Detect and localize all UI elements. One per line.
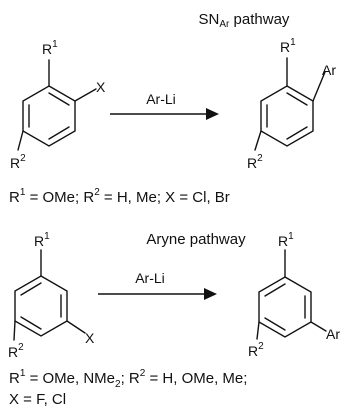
aromatic-double-bond — [264, 317, 286, 331]
benzene-ring — [258, 276, 312, 338]
aryne-conditions-line1: R1 = OMe, NMe2; R2 = H, OMe, Me; — [9, 368, 247, 390]
r1-label: R1 — [278, 231, 294, 249]
r2-label: R2 — [248, 341, 264, 359]
benzene-ring — [22, 85, 76, 147]
ar-label: Ar — [326, 326, 340, 342]
r2-bond — [17, 130, 24, 151]
x-label: X — [85, 330, 95, 346]
ar-bond — [312, 71, 326, 102]
aryne-title: Aryne pathway — [146, 231, 246, 248]
r1-label: R1 — [42, 39, 58, 57]
benzene-ring — [14, 275, 68, 337]
r1-label: R1 — [280, 37, 296, 55]
snar-title: SNAr pathway — [199, 11, 290, 30]
ar-bond — [310, 321, 327, 332]
aryne-reagent-label: Ar-Li — [135, 270, 165, 286]
r2-bond — [256, 321, 260, 340]
aryne-reaction-arrow: Ar-Li — [98, 270, 217, 300]
aromatic-double-bond — [286, 126, 308, 140]
aromatic-double-bond — [48, 126, 70, 140]
r2-label: R2 — [247, 153, 263, 171]
arrow-head — [204, 288, 217, 300]
snar-reactant-molecule: R1 X R2 — [10, 39, 106, 171]
r2-label: R2 — [10, 153, 26, 171]
aryne-conditions-line2: X = F, Cl — [9, 391, 66, 408]
ar-label: Ar — [322, 62, 336, 78]
x-bond — [74, 88, 97, 102]
aromatic-double-bond — [286, 92, 308, 106]
aromatic-double-bond — [20, 282, 42, 296]
x-label: X — [96, 79, 106, 95]
snar-product-molecule: R1 Ar R2 — [247, 37, 336, 171]
aromatic-double-bond — [48, 92, 70, 106]
aromatic-double-bond — [264, 283, 286, 297]
x-bond — [66, 320, 86, 334]
aromatic-double-bond — [20, 316, 42, 330]
aryne-product-molecule: R1 Ar R2 — [248, 231, 340, 359]
benzene-ring — [260, 85, 314, 147]
r1-label: R1 — [34, 231, 50, 249]
r2-bond — [13, 320, 16, 341]
snar-reaction-arrow: Ar-Li — [110, 91, 219, 120]
snar-conditions: R1 = OMe; R2 = H, Me; X = Cl, Br — [9, 187, 230, 206]
arrow-head — [206, 108, 219, 120]
aryne-reactant-molecule: R1 X R2 — [8, 231, 95, 360]
snar-reagent-label: Ar-Li — [146, 91, 176, 107]
r2-bond — [254, 130, 262, 151]
r2-label: R2 — [8, 342, 24, 360]
